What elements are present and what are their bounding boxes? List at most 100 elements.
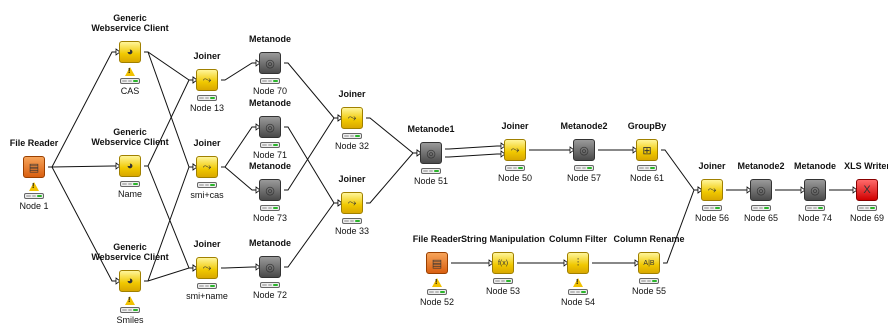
node-icon[interactable]: ⤳ [196,257,218,279]
node-icon[interactable]: ◕ [119,270,141,292]
node-j32[interactable]: Joiner⤳Node 32 [292,89,412,159]
node-m74[interactable]: Metanode◎Node 74 [755,161,875,231]
node-label[interactable]: Node 33 [334,226,370,236]
node-status-traffic-light [427,289,447,295]
node-fr52[interactable]: File Reader▤Node 52 [377,234,497,307]
node-jsn[interactable]: Joiner ⤳ smi+name [147,239,267,309]
node-j56[interactable]: Joiner ⤳ Node 56 [652,161,772,231]
node-m73[interactable]: Metanode◎Node 73 [210,161,330,231]
node-label[interactable]: Node 70 [252,86,288,96]
warning-icon [125,67,135,76]
node-cf54[interactable]: Column Filter⫶Node 54 [518,234,638,307]
node-icon[interactable]: ⤳ [196,156,218,178]
node-j13[interactable]: Joiner⤳Node 13 [147,51,267,121]
node-label[interactable]: Node 53 [485,286,521,296]
node-ws3[interactable]: Generic Webservice Client◕Smiles [70,242,190,325]
node-m51[interactable]: Metanode1◎Node 51 [371,124,491,194]
warning-icon [29,182,39,191]
node-m72[interactable]: Metanode◎Node 72 [210,238,330,308]
node-label[interactable]: Node 51 [413,176,449,186]
node-label[interactable]: Node 69 [849,213,885,223]
node-icon[interactable]: ⤳ [196,69,218,91]
node-status-traffic-light [574,165,594,171]
node-label[interactable]: Node 71 [252,150,288,160]
node-icon[interactable]: ⤳ [341,107,363,129]
node-m71[interactable]: Metanode◎Node 71 [210,98,330,168]
node-icon[interactable]: ▤ [426,252,448,274]
input-port-icon [697,186,703,194]
node-title: Joiner [501,121,529,131]
node-label[interactable]: Smiles [116,315,144,325]
node-ws2[interactable]: Generic Webservice Client ◕ Name [70,127,190,199]
connection-ws3-jsn [144,267,193,282]
node-icon[interactable]: ◎ [259,116,281,138]
node-icon[interactable]: ◎ [750,179,772,201]
node-jsc[interactable]: Joiner⤳smi+cas [147,138,267,208]
input-port-icon [746,186,752,194]
node-icon[interactable]: ◎ [259,179,281,201]
node-title: Generic Webservice Client [91,127,169,147]
node-label[interactable]: Node 55 [631,286,667,296]
node-label[interactable]: Node 54 [560,297,596,307]
connection-cr55-j56 [663,189,698,264]
node-label[interactable]: Node 73 [252,213,288,223]
node-fr1[interactable]: File Reader▤Node 1 [0,138,94,211]
node-icon[interactable]: ◎ [573,139,595,161]
node-icon[interactable]: A|B [638,252,660,274]
node-icon[interactable]: ⤳ [341,192,363,214]
node-label[interactable]: smi+name [186,291,228,301]
node-icon[interactable]: ⫶ [567,252,589,274]
node-title: Joiner [193,239,221,249]
input-port-icon [337,199,343,207]
node-gb61[interactable]: GroupBy⊞Node 61 [587,121,707,191]
node-label[interactable]: Node 74 [797,213,833,223]
node-title: Joiner [698,161,726,171]
node-label[interactable]: Node 52 [419,297,455,307]
node-title: Joiner [338,174,366,184]
input-port-icon [852,186,858,194]
node-symbol-icon: ⤳ [707,183,717,196]
node-j33[interactable]: Joiner ⤳ Node 33 [292,174,412,244]
node-label[interactable]: Node 72 [252,290,288,300]
node-label[interactable]: CAS [120,86,140,96]
node-label[interactable]: Node 32 [334,141,370,151]
node-icon[interactable]: ◎ [804,179,826,201]
node-label[interactable]: Node 65 [743,213,779,223]
node-label[interactable]: Node 57 [566,173,602,183]
node-m65[interactable]: Metanode2◎Node 65 [701,161,821,231]
node-icon[interactable]: ◎ [259,256,281,278]
node-m57[interactable]: Metanode2◎Node 57 [524,121,644,191]
node-label[interactable]: Node 56 [694,213,730,223]
node-icon[interactable]: ◎ [259,52,281,74]
warning-icon [432,278,442,287]
node-status-traffic-light [637,165,657,171]
input-port-icon [255,186,261,194]
node-symbol-icon: ⤳ [202,160,212,173]
node-icon[interactable]: ◎ [420,142,442,164]
node-icon[interactable]: ⤳ [701,179,723,201]
input-port-icon [192,76,198,84]
input-port-icon [800,186,806,194]
node-label[interactable]: Node 13 [189,103,225,113]
node-j50[interactable]: Joiner ⤳ Node 50 [455,121,575,191]
input-port-icon [115,162,121,170]
node-icon[interactable]: ▤ [23,156,45,178]
node-icon[interactable]: ⤳ [504,139,526,161]
node-label[interactable]: Name [117,189,142,199]
node-ws1[interactable]: Generic Webservice Client◕CAS [70,13,190,96]
node-icon[interactable]: ◕ [119,155,141,177]
node-symbol-icon: ⊞ [642,144,652,157]
node-icon[interactable]: ◕ [119,41,141,63]
node-symbol-icon: ◎ [265,121,275,134]
node-icon[interactable]: X [856,179,878,201]
node-label[interactable]: Node 50 [497,173,533,183]
node-label[interactable]: smi+cas [190,190,224,200]
node-label[interactable]: Node 61 [629,173,665,183]
node-icon[interactable]: ⊞ [636,139,658,161]
node-label[interactable]: Node 1 [19,201,49,211]
node-m70[interactable]: Metanode◎Node 70 [210,34,330,104]
node-icon[interactable]: f(x) [492,252,514,274]
